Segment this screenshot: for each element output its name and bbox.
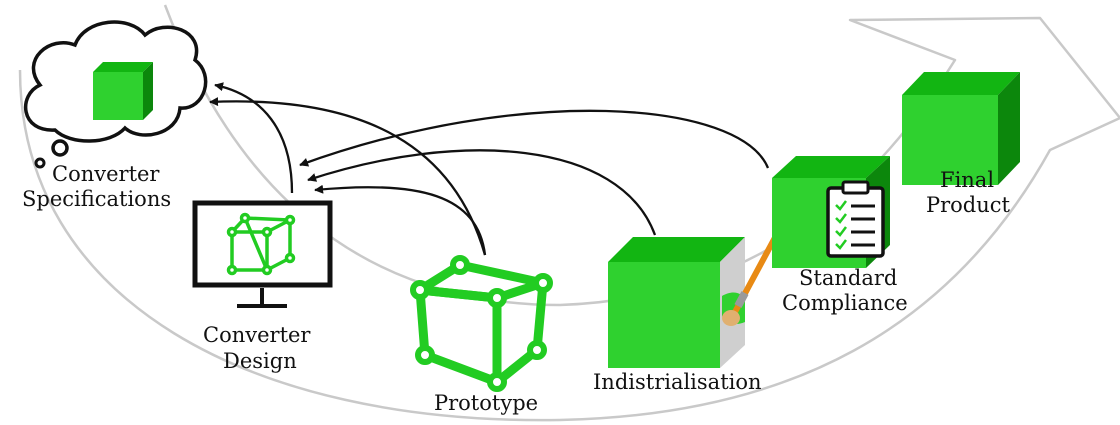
monitor-icon — [192, 200, 333, 308]
painted-cube-icon — [608, 229, 781, 368]
prototype-wireframe-cube-icon — [410, 255, 553, 392]
prototype-label: Prototype — [434, 391, 538, 415]
arrow-prototype-to-design — [314, 184, 487, 256]
thought-cloud-icon — [23, 20, 208, 169]
specifications-label: Converter Specifications — [22, 162, 171, 211]
feedback-arrows — [209, 82, 770, 256]
compliance-label: Standard Compliance — [782, 266, 908, 315]
compliance-label-line2: Compliance — [782, 291, 908, 315]
specifications-label-line1: Converter — [52, 162, 160, 186]
design-label-line1: Converter — [203, 323, 311, 347]
paint-brush-icon — [722, 229, 781, 326]
cloud-cube-icon — [93, 62, 153, 120]
design-label-line2: Design — [223, 349, 297, 373]
prototype-label-line1: Prototype — [434, 391, 538, 415]
compliance-label-line1: Standard — [799, 266, 897, 290]
monitor-wireframe-cube-icon — [226, 212, 296, 276]
design-label: Converter Design — [203, 323, 317, 373]
final-product-cube-icon — [902, 72, 1020, 185]
arrow-design-to-specifications — [214, 82, 294, 194]
final-product-label: Final Product — [926, 168, 1011, 217]
industrialisation-label: Indistrialisation — [593, 370, 762, 394]
arrow-industrialisation-to-design — [307, 149, 657, 236]
final-product-label-line2: Product — [926, 193, 1011, 217]
industrialisation-label-line1: Indistrialisation — [593, 370, 762, 394]
final-product-label-line1: Final — [940, 168, 994, 192]
specifications-label-line2: Specifications — [22, 187, 171, 211]
clipboard-icon — [826, 180, 885, 258]
compliance-cube-icon — [772, 156, 890, 268]
arrow-compliance-to-design — [299, 109, 770, 169]
